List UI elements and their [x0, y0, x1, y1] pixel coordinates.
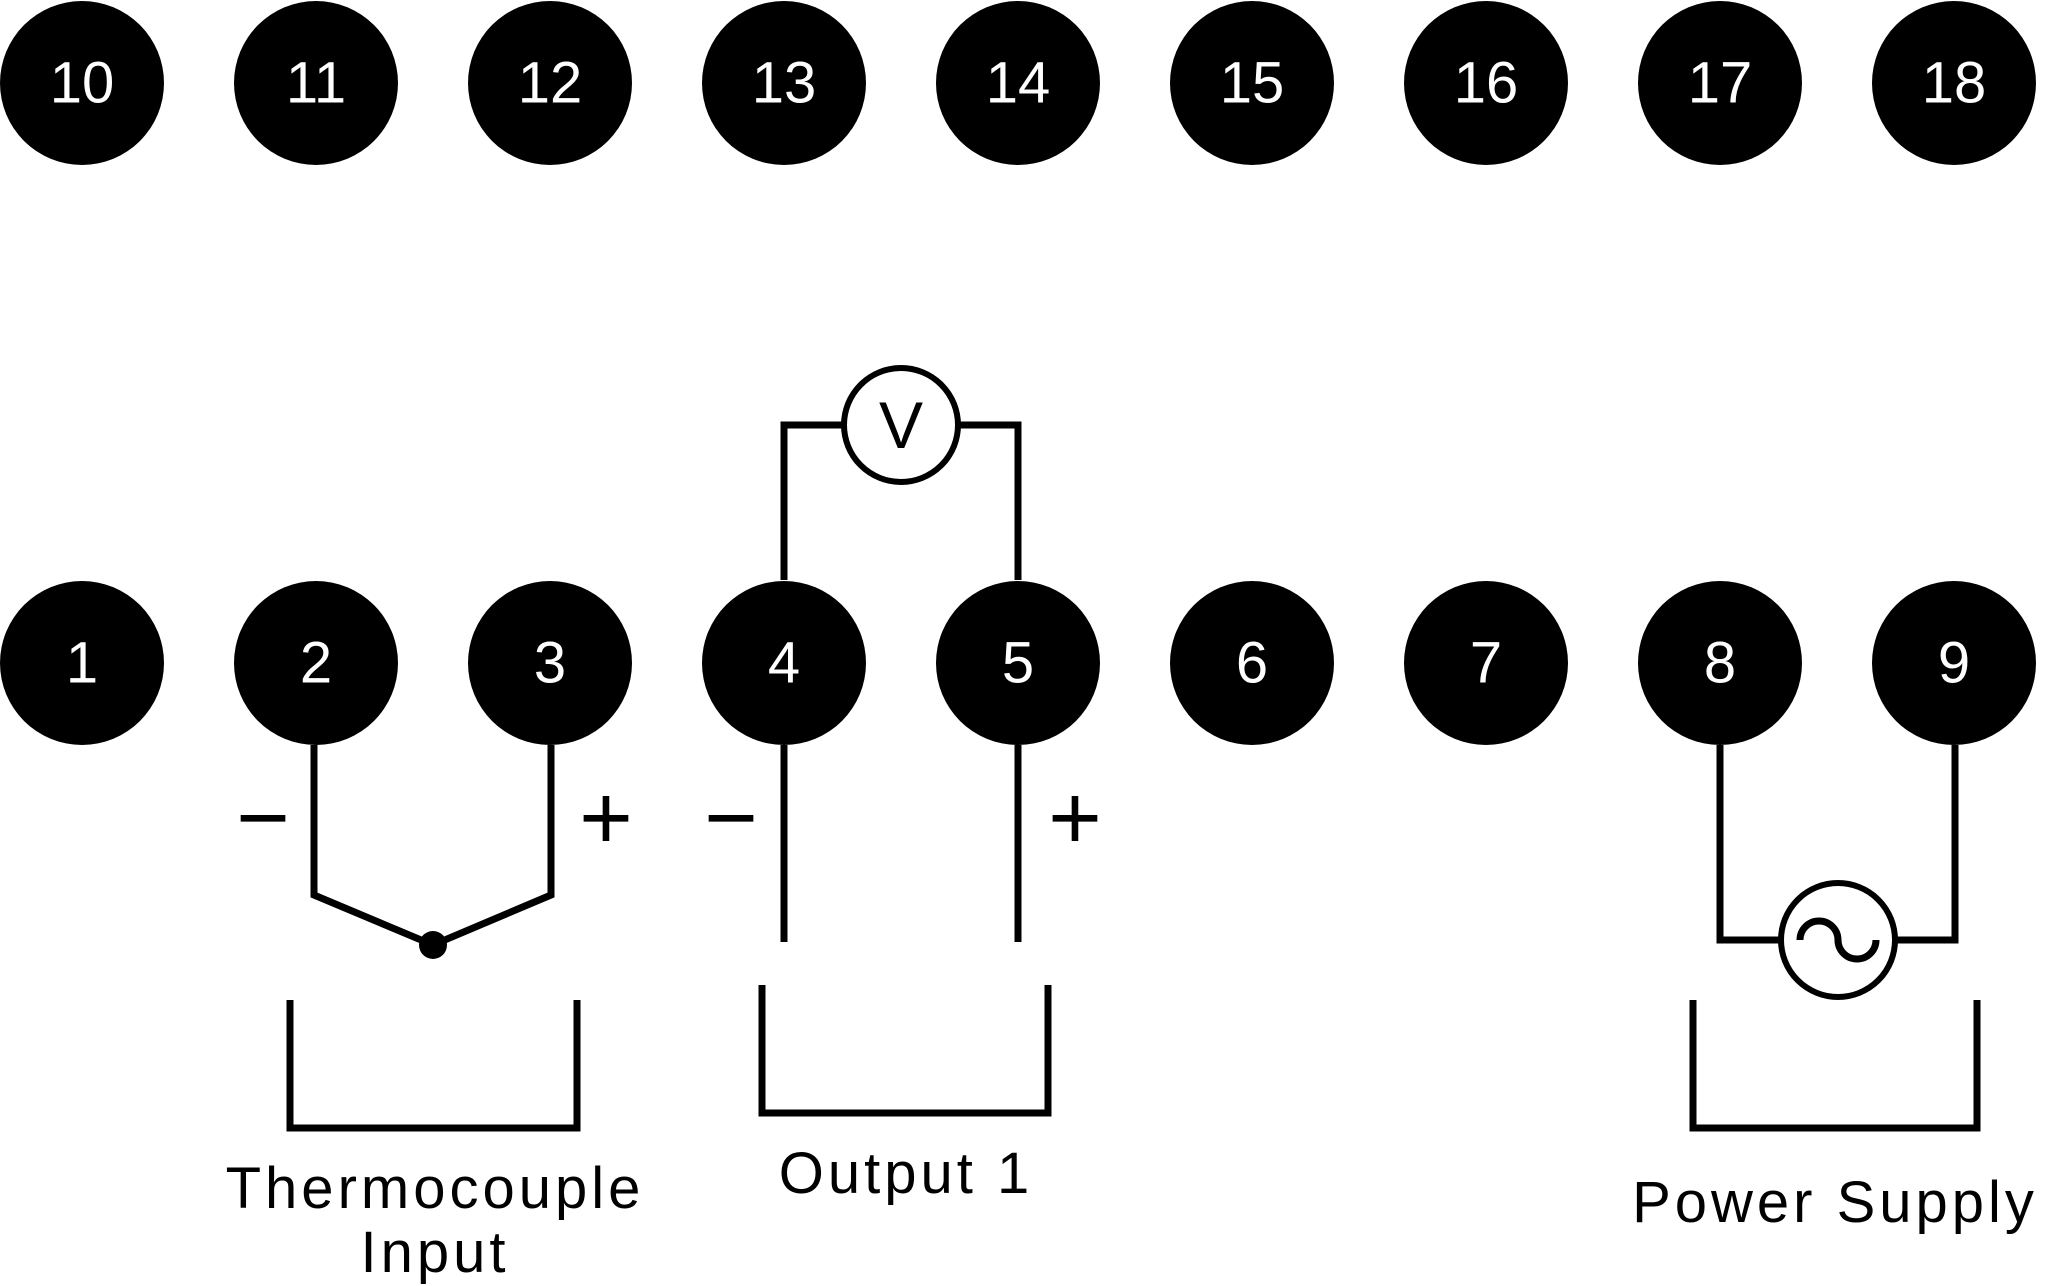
terminal-15-number: 15 — [1220, 51, 1285, 116]
terminal-17-number: 17 — [1688, 51, 1753, 116]
voltmeter-symbol — [841, 365, 961, 485]
terminal-11: 11 — [234, 1, 398, 165]
group-brackets — [286, 985, 1981, 1132]
terminal-3: 3 — [468, 581, 632, 745]
terminal-17: 17 — [1638, 1, 1802, 165]
terminal-13-number: 13 — [752, 51, 817, 116]
output1-wiring — [780, 745, 1022, 942]
terminal-6: 6 — [1170, 581, 1334, 745]
power-supply-wiring — [1716, 745, 1959, 1000]
terminal-4: 4 — [702, 581, 866, 745]
terminal-2: 2 — [234, 581, 398, 745]
output1-bracket — [758, 985, 1052, 1117]
thermocouple-label-line1: Thermocouple — [226, 1156, 645, 1221]
terminal-2-number: 2 — [300, 631, 332, 696]
terminal-9-number: 9 — [1938, 631, 1970, 696]
voltmeter-wire — [958, 421, 1022, 580]
terminal-7: 7 — [1404, 581, 1568, 745]
terminal-16: 16 — [1404, 1, 1568, 165]
terminal-5-number: 5 — [1002, 631, 1034, 696]
power-supply-bracket — [1689, 1000, 1981, 1132]
terminal-8-number: 8 — [1704, 631, 1736, 696]
terminal-12: 12 — [468, 1, 632, 165]
power-supply-label: Power Supply — [1632, 1170, 2038, 1235]
terminal-10: 10 — [0, 1, 164, 165]
terminal-13: 13 — [702, 1, 866, 165]
terminal-row-top: 10 11 12 13 14 15 16 17 — [0, 1, 2036, 165]
thermocouple-bracket — [286, 1000, 581, 1132]
ac-sine-icon — [1796, 917, 1880, 963]
terminal-10-number: 10 — [50, 51, 115, 116]
terminal-12-number: 12 — [518, 51, 583, 116]
group-labels: Thermocouple Input Output 1 Power Supply — [226, 1141, 2038, 1285]
voltmeter-circuit: V — [780, 365, 1022, 580]
terminal-11-number: 11 — [286, 51, 346, 116]
terminal-3-number: 3 — [534, 631, 566, 696]
output1-plus-sign: + — [1048, 767, 1102, 869]
terminal-16-number: 16 — [1454, 51, 1519, 116]
voltmeter-label: V — [879, 388, 923, 462]
terminal-18-number: 18 — [1922, 51, 1987, 116]
power-wire — [1716, 745, 1782, 944]
thermocouple-label-line2: Input — [361, 1220, 510, 1285]
terminal-1-number: 1 — [66, 631, 98, 696]
thermocouple-junction — [419, 931, 447, 959]
terminal-4-number: 4 — [768, 631, 800, 696]
terminal-7-number: 7 — [1470, 631, 1502, 696]
terminal-14-number: 14 — [986, 51, 1051, 116]
terminal-row-bottom: 1 2 3 4 5 6 7 8 — [0, 581, 2036, 745]
output1-minus-sign: − — [704, 767, 758, 869]
thermocouple-minus-sign: − — [236, 767, 290, 869]
polarity-markers: − + − + — [236, 767, 1102, 869]
terminal-8: 8 — [1638, 581, 1802, 745]
thermocouple-wiring — [310, 745, 555, 959]
terminal-1: 1 — [0, 581, 164, 745]
terminal-5: 5 — [936, 581, 1100, 745]
terminal-6-number: 6 — [1236, 631, 1268, 696]
output1-label: Output 1 — [779, 1141, 1033, 1206]
thermocouple-wire — [310, 745, 555, 949]
terminal-9: 9 — [1872, 581, 2036, 745]
terminal-15: 15 — [1170, 1, 1334, 165]
power-wire — [1894, 745, 1959, 944]
voltmeter-wire — [780, 421, 844, 580]
terminal-18: 18 — [1872, 1, 2036, 165]
thermocouple-plus-sign: + — [579, 767, 633, 869]
terminal-14: 14 — [936, 1, 1100, 165]
